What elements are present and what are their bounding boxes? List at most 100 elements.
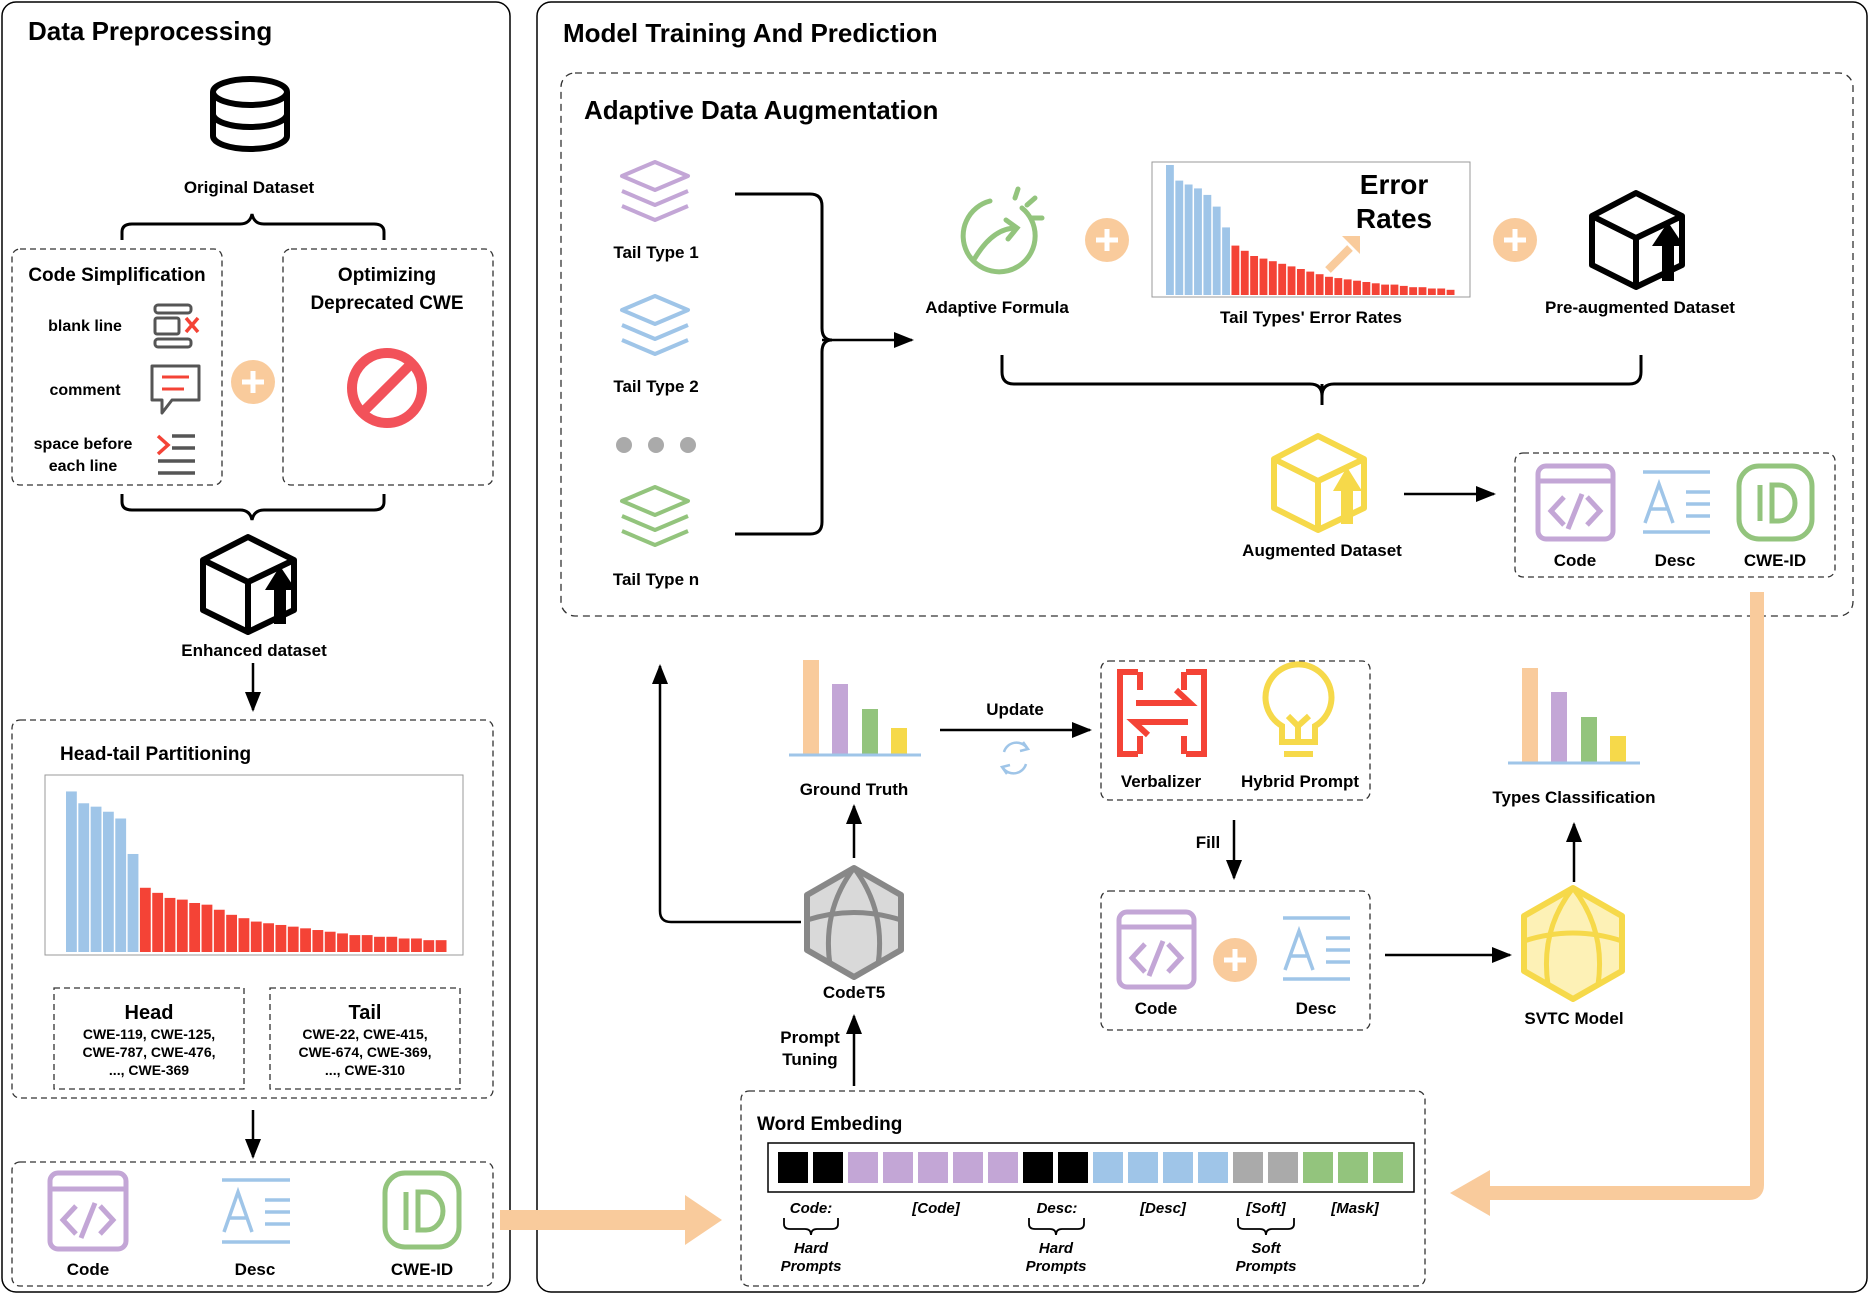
plus-icon xyxy=(231,360,275,404)
hard-prompts-1-line2: Prompts xyxy=(781,1258,842,1275)
tail-type-n-label: Tail Type n xyxy=(613,570,699,589)
partition-bar-head-3 xyxy=(102,811,114,952)
plus-icon xyxy=(1493,218,1537,262)
code-icon xyxy=(47,1170,129,1252)
each-line-label: each line xyxy=(49,458,118,475)
hard-prompts-1-line1: Hard xyxy=(794,1240,829,1257)
partition-bar-tail-18 xyxy=(287,926,299,952)
head-tail-title: Head-tail Partitioning xyxy=(60,744,251,765)
upload-arrow-icon xyxy=(1652,222,1684,281)
embedding-tokens xyxy=(778,1152,1403,1183)
partition-bar-tail-13 xyxy=(226,914,238,952)
embedding-token-7 xyxy=(1023,1152,1053,1183)
error-rate-bar-tail-13 xyxy=(1287,266,1296,295)
tail-line-2: CWE-674, CWE-369, xyxy=(298,1044,431,1060)
svtc-model-label: SVTC Model xyxy=(1524,1009,1623,1028)
desc-icon xyxy=(222,1178,290,1244)
code-label: Code xyxy=(67,1260,110,1279)
split-brace xyxy=(120,213,386,240)
optimizing-line2: Deprecated CWE xyxy=(310,293,463,314)
soft-prompts-line2: Prompts xyxy=(1236,1258,1297,1275)
error-rate-bar-tail-14 xyxy=(1296,269,1305,295)
lightbulb-icon xyxy=(1262,661,1335,757)
partition-bar-tail-9 xyxy=(176,899,188,952)
tail-box xyxy=(269,987,461,1090)
database-icon xyxy=(210,76,290,152)
augmented-dataset-icon xyxy=(1271,433,1367,533)
error-rate-bar-head-4 xyxy=(1203,194,1212,295)
error-rate-bar-tail-23 xyxy=(1381,284,1390,295)
cwe-id-label: CWE-ID xyxy=(391,1260,453,1279)
preprocessing-output-box xyxy=(11,1161,494,1287)
partition-bar-head-1 xyxy=(78,803,90,952)
soft-prompt-brace xyxy=(1237,1218,1295,1236)
desc-label: Desc xyxy=(235,1260,276,1279)
partition-bar-tail-29 xyxy=(423,940,435,952)
partition-bar-tail-25 xyxy=(374,936,385,952)
training-title: Model Training And Prediction xyxy=(563,18,938,48)
tail-line-3: ..., CWE-310 xyxy=(325,1062,405,1078)
error-rate-bar-tail-11 xyxy=(1268,261,1277,295)
embedding-token-9 xyxy=(1093,1152,1123,1183)
embedding-token-13 xyxy=(1233,1152,1263,1183)
token-label-desc-hard: Desc: xyxy=(1037,1200,1078,1217)
partition-bar-tail-8 xyxy=(164,897,176,952)
soft-prompts-line1: Soft xyxy=(1251,1240,1281,1257)
flow-arrow-right-panel xyxy=(1490,592,1764,1200)
codet5-icon xyxy=(804,865,904,980)
partition-bar-tail-27 xyxy=(398,938,410,952)
verbalizer-icon xyxy=(1117,669,1207,757)
partition-bar-head-5 xyxy=(127,853,139,952)
partition-bar-head-4 xyxy=(115,818,127,952)
error-rate-bar-tail-28 xyxy=(1427,288,1436,295)
adaptive-formula-label: Adaptive Formula xyxy=(925,298,1069,317)
embedding-token-11 xyxy=(1163,1152,1193,1183)
aug-code-label: Code xyxy=(1554,551,1597,570)
token-label-code-hard: Code: xyxy=(790,1200,833,1217)
svtc-model-icon xyxy=(1521,885,1625,1002)
error-rate-bar-tail-27 xyxy=(1418,287,1427,295)
error-rate-bar-tail-9 xyxy=(1250,256,1259,295)
augmentation-title: Adaptive Data Augmentation xyxy=(584,95,938,125)
hybrid-prompt-label: Hybrid Prompt xyxy=(1241,772,1359,791)
augmentation-box xyxy=(560,72,1854,617)
head-line-2: CWE-787, CWE-476, xyxy=(82,1044,215,1060)
prohibited-icon xyxy=(347,348,427,428)
error-rate-bar-tail-16 xyxy=(1315,274,1324,295)
code-icon xyxy=(1535,463,1616,542)
embedding-strip-frame xyxy=(767,1142,1415,1193)
head-box xyxy=(53,987,245,1090)
error-rate-bar-head-6 xyxy=(1222,227,1230,295)
head-title: Head xyxy=(125,1002,174,1024)
types-classification-chart-icon xyxy=(1508,668,1640,765)
tail-line-1: CWE-22, CWE-415, xyxy=(302,1026,427,1042)
embedding-token-15 xyxy=(1303,1152,1333,1183)
error-rate-bar-tail-20 xyxy=(1353,280,1361,295)
tail-type-1-label: Tail Type 1 xyxy=(613,243,698,262)
error-rates-line1: Error xyxy=(1360,169,1429,200)
cwe-id-icon xyxy=(1736,463,1815,542)
error-rate-bar-head-2 xyxy=(1184,184,1193,295)
code-simplification-box xyxy=(11,248,223,486)
optimizing-line1: Optimizing xyxy=(338,265,436,286)
cwe-id-icon xyxy=(382,1170,462,1250)
tail-title: Tail xyxy=(349,1002,382,1024)
blank-line-label: blank line xyxy=(48,318,122,335)
comment-icon xyxy=(150,364,201,415)
embedding-token-2 xyxy=(848,1152,878,1183)
error-rate-bar-tail-24 xyxy=(1390,284,1399,295)
error-rate-bar-head-0 xyxy=(1166,165,1174,295)
flow-arrow-head xyxy=(1450,1170,1490,1216)
flow-arrow-left-panel xyxy=(500,1195,722,1245)
token-label-code: [Code] xyxy=(911,1200,960,1217)
error-rate-bar-tail-8 xyxy=(1240,250,1249,295)
embedding-token-0 xyxy=(778,1152,808,1183)
original-dataset-label: Original Dataset xyxy=(184,178,315,197)
partition-bar-tail-7 xyxy=(152,892,164,952)
error-rate-bar-tail-26 xyxy=(1409,287,1418,295)
partition-bar-tail-21 xyxy=(324,931,336,952)
partition-bar-tail-11 xyxy=(201,904,213,952)
aug-desc-label: Desc xyxy=(1655,551,1696,570)
partition-bar-tail-10 xyxy=(189,902,201,952)
error-rate-bar-tail-12 xyxy=(1278,263,1287,295)
